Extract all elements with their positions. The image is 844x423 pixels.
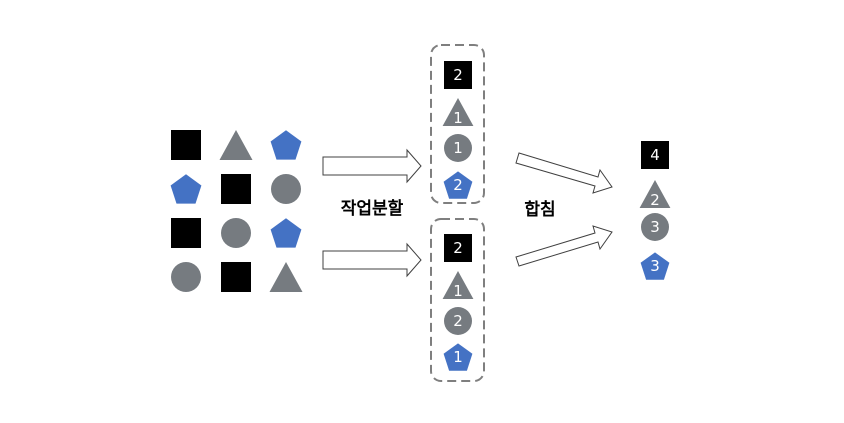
partition-bottom-item-1-triangle [442, 271, 474, 299]
split-arrow-bottom [322, 242, 422, 278]
input-cell-1-2-circle [271, 174, 301, 204]
partition-bottom-shapes: 2 1 2 1 [442, 234, 474, 371]
split-arrow-top [322, 148, 422, 184]
partition-top-item-2-circle [444, 134, 472, 162]
partition-top-item-3-pentagon [443, 171, 473, 199]
merged-result-shapes: 4 2 3 3 [639, 141, 671, 280]
input-cell-2-2-pentagon [270, 218, 302, 248]
partition-bottom-item-3-pentagon [443, 343, 473, 371]
merged-item-0-count-label: 4 [650, 146, 660, 164]
input-cell-2-1-circle [221, 218, 251, 248]
input-cell-3-0-circle [171, 262, 201, 292]
merged-item-1-triangle [639, 180, 671, 208]
partition-bottom-item-2-count-label: 2 [453, 312, 463, 330]
partition-top-item-2-count-label: 1 [453, 139, 463, 157]
partition-top-item-0-square [444, 61, 472, 89]
partition-top-item-1-triangle [442, 98, 474, 126]
partition-top-item-0-count-label: 2 [453, 66, 463, 84]
merged-item-2-circle [641, 213, 669, 241]
input-cell-3-1-square [221, 262, 251, 292]
partition-top-item-3-count-label: 2 [453, 176, 463, 194]
input-cell-2-0-square [171, 218, 201, 248]
partition-bottom-item-2-circle [444, 307, 472, 335]
merged-item-3-pentagon [640, 252, 670, 280]
merge-step-label: 합침 [524, 199, 555, 220]
partition-top-shapes: 2 1 1 2 [442, 61, 474, 199]
merged-item-3-count-label: 3 [650, 257, 660, 275]
merge-arrow-bottom [515, 225, 613, 267]
merged-item-2-count-label: 3 [650, 218, 660, 236]
input-shape-grid [170, 130, 303, 292]
input-cell-0-0-square [171, 130, 201, 160]
input-cell-0-1-triangle [219, 130, 253, 160]
partition-bottom-item-0-square [444, 234, 472, 262]
partition-bottom-item-1-count-label: 1 [453, 282, 463, 300]
partition-box-bottom [430, 218, 485, 382]
merged-item-1-count-label: 2 [650, 191, 660, 209]
input-cell-0-2-pentagon [270, 130, 302, 160]
merged-item-0-square [641, 141, 669, 169]
partition-top-item-1-count-label: 1 [453, 109, 463, 127]
merge-arrow-top [515, 152, 613, 194]
input-cell-3-2-triangle [269, 262, 303, 292]
split-step-label: 작업분할 [341, 199, 404, 219]
partition-bottom-item-0-count-label: 2 [453, 239, 463, 257]
input-cell-1-0-pentagon [170, 174, 202, 204]
partition-bottom-item-3-count-label: 1 [453, 348, 463, 366]
input-cell-1-1-square [221, 174, 251, 204]
partition-box-top [430, 44, 485, 204]
